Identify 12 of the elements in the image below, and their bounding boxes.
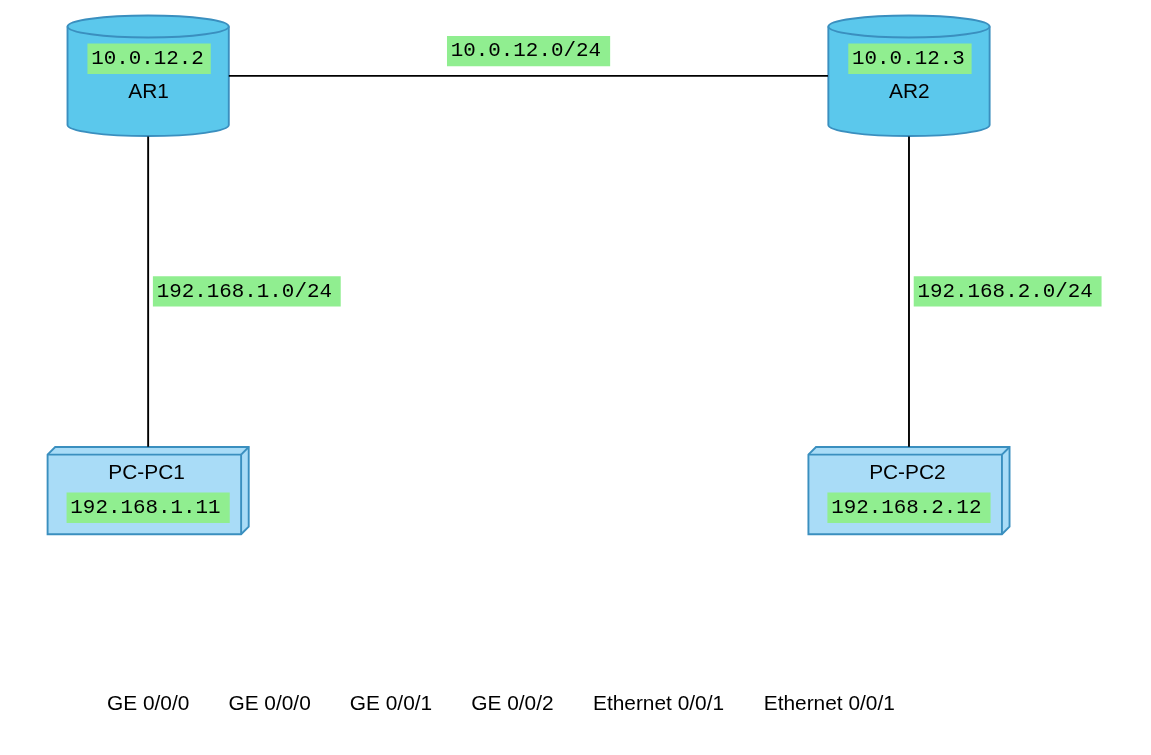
connector — [227, 74, 829, 77]
connector — [146, 135, 149, 448]
edge-label: 192.168.2.0/24 — [917, 279, 1093, 303]
label: Ethernet 0/0/1 — [763, 691, 895, 715]
edge-label: 192.168.1.0/24 — [156, 279, 332, 303]
label: GE 0/0/0 — [227, 691, 311, 715]
label: GE 0/0/2 — [470, 691, 554, 715]
label: GE 0/0/0 — [106, 691, 189, 715]
connector — [907, 135, 910, 448]
label: Ethernet 0/0/1 — [592, 691, 724, 715]
edge-label: 10.0.12.0/24 — [450, 39, 601, 63]
label: GE 0/0/1 — [349, 691, 432, 715]
